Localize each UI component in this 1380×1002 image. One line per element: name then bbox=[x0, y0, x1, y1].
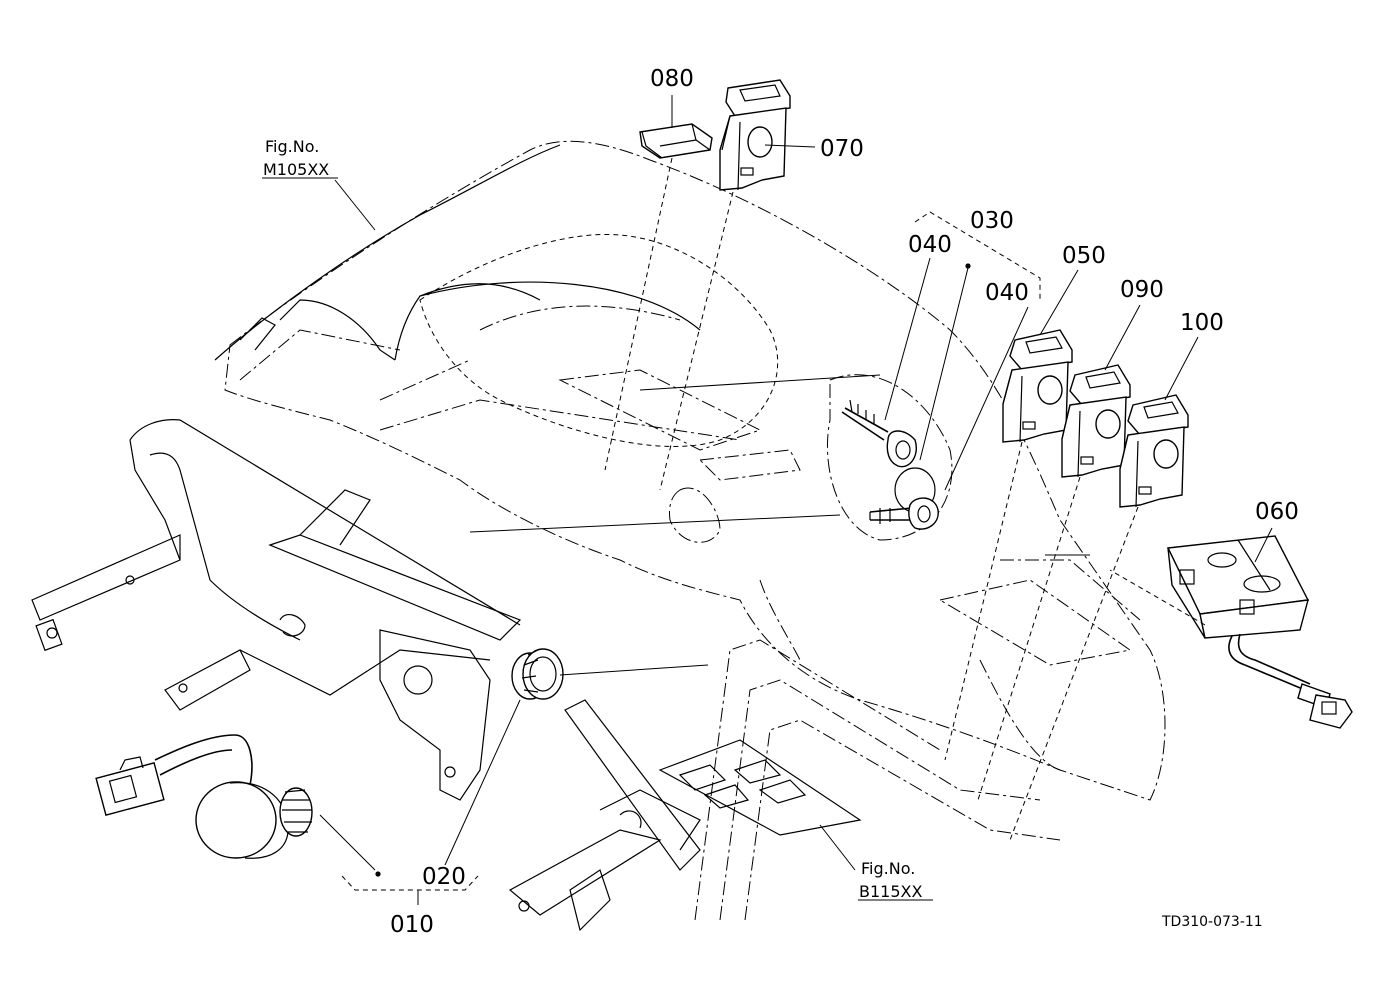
part-050-switch bbox=[1002, 329, 1073, 443]
fig-ref-top-line2: M105XX bbox=[263, 160, 329, 179]
tunnel-bracket bbox=[508, 699, 862, 932]
floor-guide-lines bbox=[694, 639, 1061, 921]
label-070: 070 bbox=[820, 136, 864, 162]
callout-dot-030 bbox=[965, 263, 971, 269]
fig-ref-bottom-line1: Fig.No. bbox=[861, 859, 915, 878]
label-080: 080 bbox=[650, 66, 694, 92]
assembly-guide-lines bbox=[469, 157, 1206, 841]
part-100-switch bbox=[1119, 394, 1189, 508]
label-010: 010 bbox=[390, 912, 434, 938]
label-040-b: 040 bbox=[985, 280, 1029, 306]
dashboard-cover-outline bbox=[224, 140, 1166, 801]
label-050: 050 bbox=[1062, 243, 1106, 269]
part-060-indicator-panel bbox=[1166, 535, 1353, 729]
part-010-socket bbox=[95, 734, 313, 859]
fig-ref-top-line1: Fig.No. bbox=[265, 137, 319, 156]
cover-top-edge bbox=[214, 144, 701, 361]
label-040-a: 040 bbox=[908, 232, 952, 258]
left-bracket-assembly bbox=[31, 419, 522, 801]
label-090: 090 bbox=[1120, 277, 1164, 303]
label-020: 020 bbox=[422, 864, 466, 890]
part-080-cap bbox=[639, 123, 713, 159]
label-100: 100 bbox=[1180, 310, 1224, 336]
label-060: 060 bbox=[1255, 499, 1299, 525]
part-020-ring-nut bbox=[511, 648, 564, 700]
fig-ref-bottom-line2: B115XX bbox=[859, 882, 922, 901]
callout-dot-010 bbox=[375, 871, 381, 877]
drawing-code: TD310-073-11 bbox=[1161, 914, 1263, 930]
part-090-switch bbox=[1061, 364, 1131, 478]
part-070-switch bbox=[719, 79, 791, 191]
label-030: 030 bbox=[970, 208, 1014, 234]
part-030-key-set bbox=[841, 399, 939, 530]
leader-lines bbox=[319, 95, 1273, 905]
